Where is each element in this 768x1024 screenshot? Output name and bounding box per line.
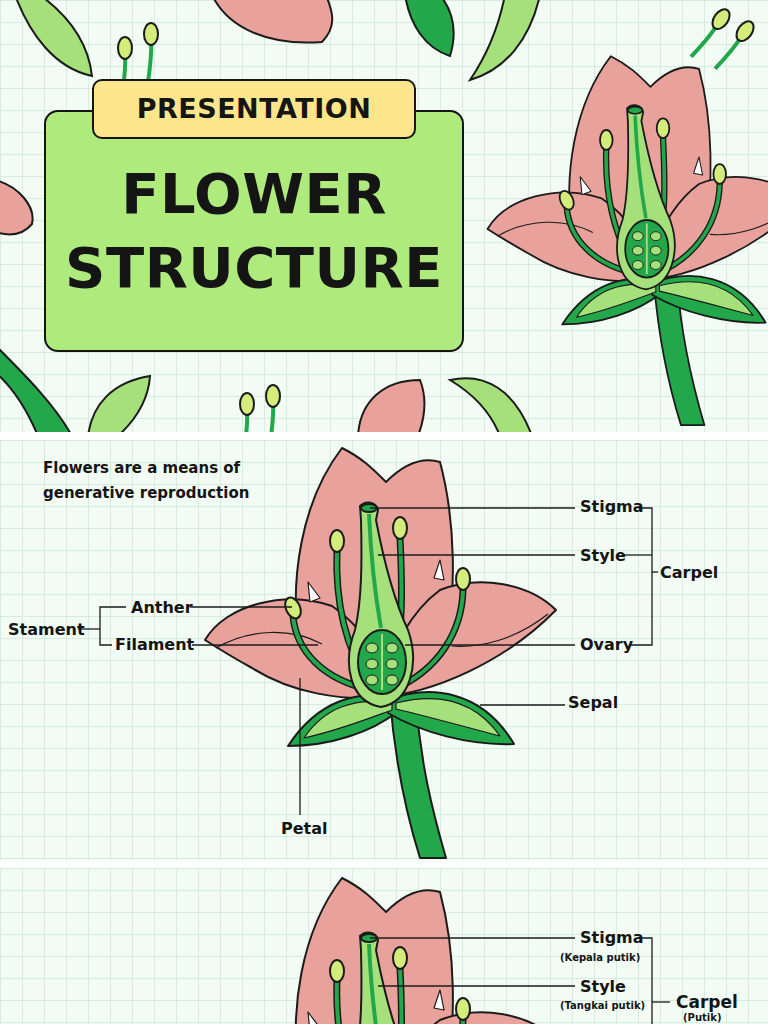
part-label: Style: [580, 977, 626, 996]
part-label: Flowers are a means of generative reprod…: [43, 456, 258, 506]
leader-line: [370, 507, 575, 508]
leaf-deco: [450, 378, 532, 432]
part-label: Ovary: [580, 635, 633, 654]
leader-lines: [78, 508, 658, 815]
petal-deco: [358, 380, 424, 432]
flower-illustration: [205, 878, 556, 1024]
part-label: Carpel: [660, 563, 718, 582]
part-label: Stigma: [580, 497, 644, 516]
bracket: [630, 508, 652, 645]
leader-line: [370, 937, 575, 938]
leaf-deco: [470, 0, 540, 80]
translation-label: (Tangkai putik): [560, 1000, 645, 1011]
subtitle-box: PRESENTATION: [92, 79, 416, 139]
leader-line: [299, 678, 300, 815]
bracket: [624, 554, 652, 555]
part-label: Anther: [131, 598, 193, 617]
leader-line: [378, 554, 575, 555]
leader-line: [480, 704, 565, 705]
leaf-deco: [0, 345, 72, 432]
petal-deco: [212, 0, 332, 43]
part-label: Petal: [281, 819, 328, 838]
cover-art: [0, 0, 768, 432]
diagram-art: [78, 448, 658, 858]
leader-line: [378, 985, 575, 986]
part-label: Stament: [8, 620, 85, 639]
bracket: [638, 938, 652, 1024]
leader-line: [405, 644, 575, 645]
part-label: Style: [580, 546, 626, 565]
stamen-deco: [144, 23, 158, 82]
stamen-deco: [240, 393, 254, 432]
part-label: Filament: [115, 635, 194, 654]
petal-deco: [0, 180, 33, 234]
bracket-tick: [652, 571, 658, 572]
leader-lines: [370, 938, 670, 1024]
leader-line: [190, 606, 292, 607]
title-box: FLOWER STRUCTURE: [44, 110, 464, 352]
flower-illustration: [205, 448, 556, 858]
leader-line: [192, 644, 318, 645]
box-text: FLOWER STRUCTURE: [46, 157, 462, 305]
leaf-deco: [88, 376, 150, 432]
part-label: Sepal: [568, 693, 618, 712]
box-text: PRESENTATION: [137, 91, 372, 127]
translated-art: [205, 878, 670, 1024]
stamen-deco: [266, 385, 280, 432]
leaf-deco: [405, 0, 454, 56]
stamen-deco: [712, 18, 757, 74]
part-label: Carpel: [676, 992, 738, 1012]
flower-illustration: [488, 56, 768, 425]
translation-label: (Kepala putik): [560, 952, 640, 963]
leaf-deco: [15, 0, 92, 76]
translation-label: (Putik): [683, 1012, 721, 1023]
bracket-tick: [652, 1001, 670, 1002]
part-label: Stigma: [580, 928, 644, 947]
